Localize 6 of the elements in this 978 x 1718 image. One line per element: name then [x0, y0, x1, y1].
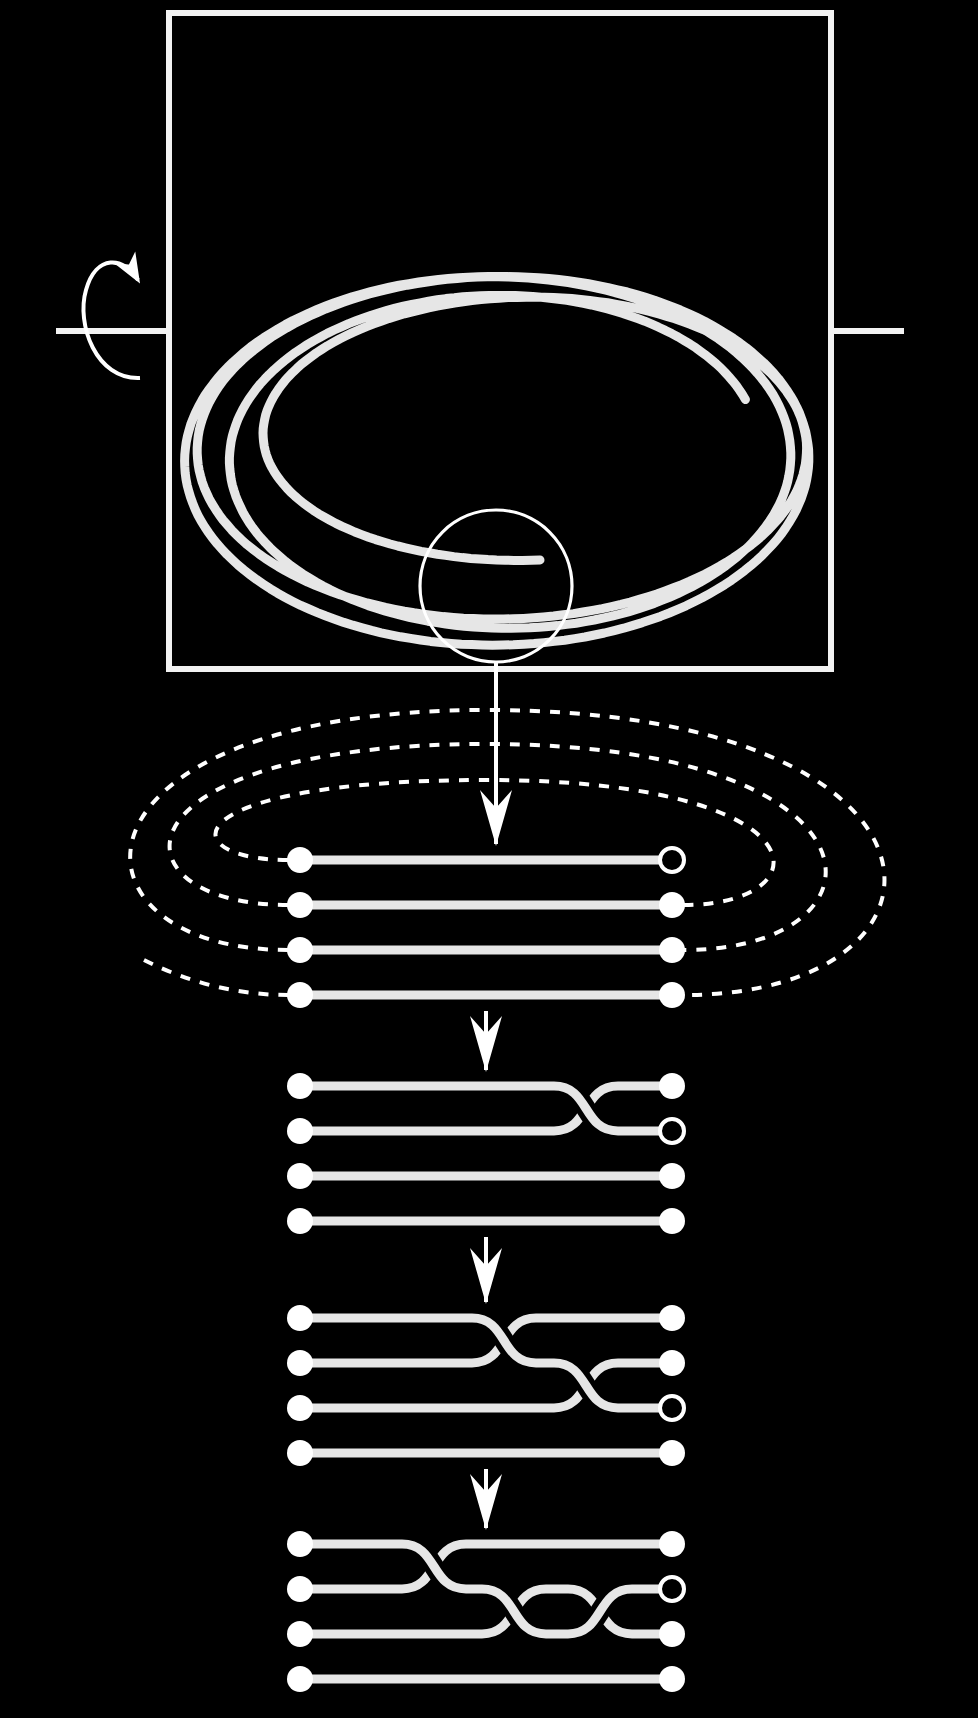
arrow: [480, 662, 512, 846]
arrow: [470, 1011, 502, 1072]
arrow: [470, 1469, 502, 1530]
container-frame: [166, 10, 834, 672]
zoom-circle: [418, 508, 574, 664]
arrow: [470, 1237, 502, 1304]
